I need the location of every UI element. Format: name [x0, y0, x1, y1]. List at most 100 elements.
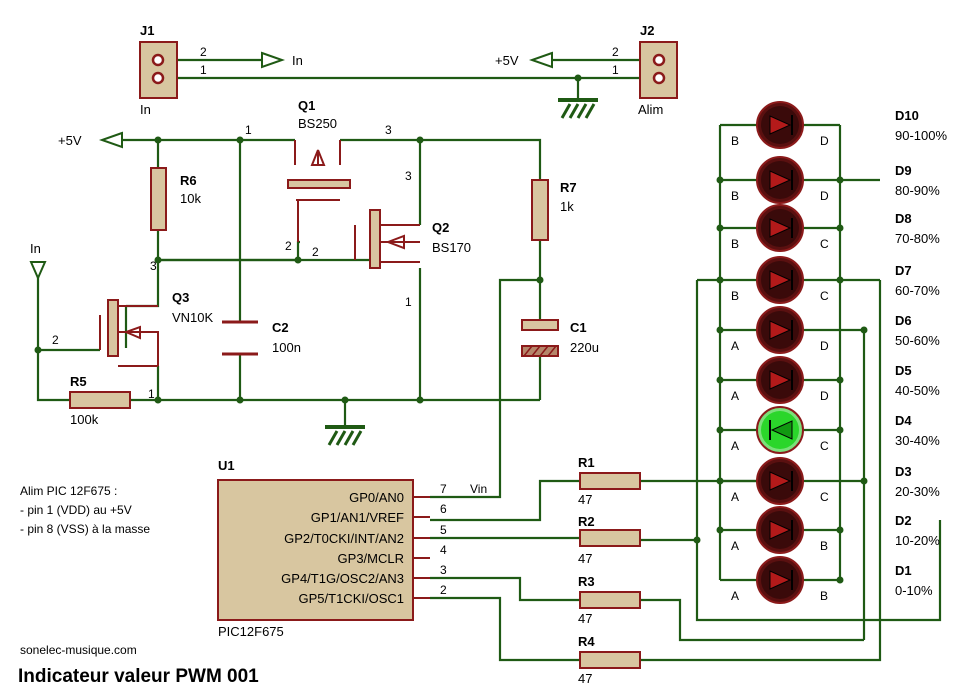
led-right-terminal: D [820, 189, 829, 203]
led-ref: D3 [895, 464, 912, 479]
svg-text:1: 1 [200, 63, 207, 77]
mcu-pin-number: 6 [440, 502, 447, 516]
svg-text:47: 47 [578, 551, 592, 566]
svg-text:C1: C1 [570, 320, 587, 335]
svg-text:Q1: Q1 [298, 98, 315, 113]
resistor-r6: R6 10k [150, 167, 201, 231]
led-ref: D2 [895, 513, 912, 528]
led-right-terminal: D [820, 134, 829, 148]
svg-text:Alim PIC 12F675 :: Alim PIC 12F675 : [20, 484, 117, 498]
resistor-r7: R7 1k [531, 179, 577, 241]
led-right-terminal: D [820, 339, 829, 353]
svg-text:100n: 100n [272, 340, 301, 355]
svg-text:Q3: Q3 [172, 290, 189, 305]
svg-text:- pin 1 (VDD) au +5V: - pin 1 (VDD) au +5V [20, 503, 132, 517]
svg-text:J1: J1 [140, 23, 154, 38]
led-right-terminal: C [820, 439, 829, 453]
capacitor-c2: C2 100n [222, 320, 301, 356]
svg-text:+5V: +5V [58, 133, 82, 148]
mcu-pin-name: GP3/MCLR [338, 551, 404, 566]
led-right-terminal: C [820, 490, 829, 504]
svg-text:VN10K: VN10K [172, 310, 214, 325]
led-range: 80-90% [895, 183, 940, 198]
svg-text:R6: R6 [180, 173, 197, 188]
mcu-pin-name: GP1/AN1/VREF [311, 510, 404, 525]
svg-text:2: 2 [52, 333, 59, 347]
svg-text:2: 2 [612, 45, 619, 59]
led-ref: D10 [895, 108, 919, 123]
svg-text:1k: 1k [560, 199, 574, 214]
led-range: 30-40% [895, 433, 940, 448]
svg-text:R1: R1 [578, 455, 595, 470]
vcc-label: +5V [58, 131, 123, 149]
svg-text:3: 3 [405, 169, 412, 183]
led-left-terminal: B [731, 189, 739, 203]
led-left-terminal: B [731, 134, 739, 148]
input-label: In [29, 241, 47, 281]
mcu-pin: GP2/T0CKI/INT/AN2 5 [284, 523, 447, 546]
svg-text:C2: C2 [272, 320, 289, 335]
mcu-pin-net: Vin [470, 482, 487, 496]
svg-text:In: In [292, 53, 303, 68]
svg-text:+5V: +5V [495, 53, 519, 68]
svg-text:1: 1 [405, 295, 412, 309]
website-credit: sonelec-musique.com [20, 643, 137, 657]
led-ref: D6 [895, 313, 912, 328]
connector-j2: J2 2 1 Alim +5V [495, 23, 678, 117]
led-labels: D1090-100%D980-90%D870-80%D760-70%D650-6… [895, 108, 947, 598]
transistor-q3: Q3 VN10K 3 2 1 [52, 259, 214, 401]
resistor-r2: R2 47 [578, 514, 641, 566]
led-ref: D4 [895, 413, 912, 428]
svg-text:47: 47 [578, 611, 592, 626]
svg-text:R5: R5 [70, 374, 87, 389]
transistor-q1: Q1 BS250 1 2 3 [245, 98, 392, 253]
led-ref: D9 [895, 163, 912, 178]
svg-text:2: 2 [200, 45, 207, 59]
junctions [34, 74, 868, 584]
svg-text:3: 3 [150, 259, 157, 273]
mcu-u1: U1 PIC12F675 [217, 458, 414, 639]
led-right-terminal: B [820, 589, 828, 603]
connector-j1: J1 2 1 In In [139, 23, 303, 117]
svg-text:1: 1 [245, 123, 252, 137]
led-range: 50-60% [895, 333, 940, 348]
mcu-pin-name: GP0/AN0 [349, 490, 404, 505]
svg-text:100k: 100k [70, 412, 99, 427]
mcu-pin: GP1/AN1/VREF 6 [311, 502, 447, 525]
supply-note: Alim PIC 12F675 : - pin 1 (VDD) au +5V -… [20, 484, 150, 536]
mcu-pin-name: GP2/T0CKI/INT/AN2 [284, 531, 404, 546]
led-left-terminal: A [731, 339, 739, 353]
led-ref: D5 [895, 363, 912, 378]
svg-text:U1: U1 [218, 458, 235, 473]
svg-text:220u: 220u [570, 340, 599, 355]
svg-text:Q2: Q2 [432, 220, 449, 235]
svg-text:In: In [140, 102, 151, 117]
svg-text:BS170: BS170 [432, 240, 471, 255]
mcu-pin-number: 5 [440, 523, 447, 537]
resistor-r1: R1 47 [578, 455, 641, 507]
svg-text:1: 1 [612, 63, 619, 77]
svg-text:47: 47 [578, 671, 592, 686]
svg-text:R3: R3 [578, 574, 595, 589]
led-left-terminal: A [731, 539, 739, 553]
svg-text:1: 1 [148, 387, 155, 401]
resistor-r4: R4 47 [578, 634, 641, 686]
led-ref: D7 [895, 263, 912, 278]
capacitor-c1: C1 220u [521, 319, 599, 357]
led-range: 40-50% [895, 383, 940, 398]
led-right-terminal: B [820, 539, 828, 553]
wires [36, 58, 942, 662]
